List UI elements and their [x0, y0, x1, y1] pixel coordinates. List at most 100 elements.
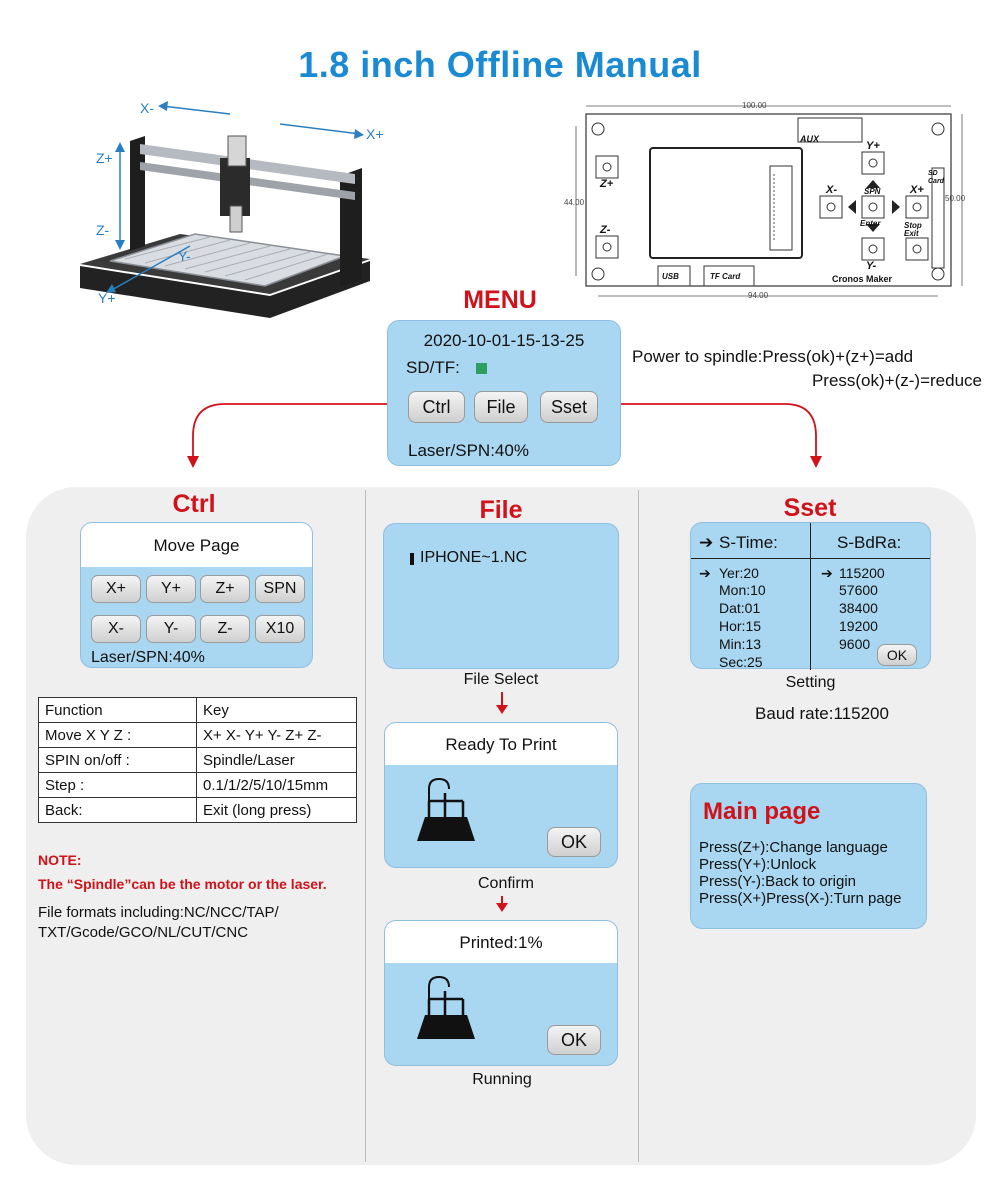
file-step-running-label: Running	[472, 1071, 532, 1088]
key-y-plus[interactable]: Y+	[146, 575, 196, 603]
table-cell: 0.1/1/2/5/10/15mm	[196, 772, 357, 798]
sset-caption: Setting	[785, 674, 836, 691]
power-line-1: Power to spindle:Press(ok)+(z+)=add	[632, 347, 914, 366]
power-instructions: Power to spindle:Press(ok)+(z+)=add Pres…	[632, 345, 982, 393]
menu-datetime: 2020-10-01-15-13-25	[423, 331, 585, 350]
cnc-machine-illustration: X- X+ Z+ Z- Y- Y+	[70, 96, 400, 336]
panel-divider-left	[365, 490, 366, 1162]
time-item-hour[interactable]: Hor:15	[719, 618, 762, 634]
board-tf-card-label: TF Card	[710, 272, 741, 281]
ready-ok-button[interactable]: OK	[547, 827, 601, 857]
arrow-shaft	[501, 692, 503, 706]
key-z-minus[interactable]: Z-	[200, 615, 250, 643]
table-cell: Function	[38, 697, 197, 723]
board-right-dimension: 50.00	[945, 194, 966, 203]
baud-item[interactable]: 19200	[839, 618, 878, 634]
printing-ok-button[interactable]: OK	[547, 1025, 601, 1055]
menu-screen: 2020-10-01-15-13-25 SD/TF: Ctrl File Sse…	[387, 320, 621, 466]
table-cell: Move X Y Z :	[38, 722, 197, 748]
key-x10[interactable]: X10	[255, 615, 305, 643]
move-page-title: Move Page	[81, 523, 312, 567]
printing-progress-screen: Printed:1% OK	[384, 920, 618, 1066]
arrow-right-icon: ➔	[699, 565, 711, 581]
menu-sset-button[interactable]: Sset	[540, 391, 598, 423]
arrow-shaft	[501, 896, 503, 906]
board-drawing	[575, 105, 963, 297]
table-cell: Exit (long press)	[196, 797, 357, 823]
table-cell: Key	[196, 697, 357, 723]
main-page-line: Press(Y-):Back to origin	[699, 873, 857, 890]
table-cell: X+ X- Y+ Y- Z+ Z-	[196, 722, 357, 748]
key-z-plus[interactable]: Z+	[200, 575, 250, 603]
board-bottom-dimension: 94.00	[748, 291, 769, 300]
board-x-minus-label: X-	[826, 184, 837, 196]
file-title: File	[479, 496, 523, 524]
axis-y-minus-label: Y-	[178, 248, 191, 264]
s-time-header: S-Time:	[719, 533, 778, 552]
file-formats-line-1: File formats including:NC/NCC/TAP/	[38, 904, 279, 921]
baud-item[interactable]: 115200	[839, 565, 885, 581]
sset-column-separator	[810, 523, 811, 670]
baud-item[interactable]: 57600	[839, 582, 878, 598]
key-y-minus[interactable]: Y-	[146, 615, 196, 643]
board-top-dimension: 100.00	[742, 101, 767, 110]
main-page-line: Press(X+)Press(X-):Turn page	[699, 890, 902, 907]
file-step-select-label: File Select	[463, 671, 539, 688]
baud-item[interactable]: 38400	[839, 600, 878, 616]
key-x-minus[interactable]: X-	[91, 615, 141, 643]
note-heading: NOTE:	[38, 852, 82, 868]
sset-ok-button[interactable]: OK	[877, 644, 917, 666]
menu-sd-label: SD/TF:	[406, 358, 460, 377]
time-item-year[interactable]: Yer:20	[719, 565, 759, 581]
key-x-plus[interactable]: X+	[91, 575, 141, 603]
arrow-right-icon: ➔	[821, 565, 833, 581]
power-line-2: Press(ok)+(z-)=reduce	[811, 371, 982, 390]
board-usb-label: USB	[662, 272, 679, 281]
menu-flow-arrows	[187, 403, 822, 468]
menu-file-button[interactable]: File	[474, 391, 528, 423]
sset-screen: ➔ S-Time: S-BdRa: ➔ Yer:20 Mon:10 Dat:01…	[690, 522, 931, 670]
time-item-date[interactable]: Dat:01	[719, 600, 761, 616]
sd-status-indicator	[476, 363, 487, 374]
key-spn[interactable]: SPN	[255, 575, 305, 603]
page-title: 1.8 inch Offline Manual	[298, 44, 702, 85]
arrow-head	[496, 903, 508, 912]
board-left-dimension: 44.00	[564, 198, 585, 207]
menu-title: MENU	[463, 286, 537, 314]
board-y-minus-label: Y-	[866, 260, 877, 272]
menu-laser-status: Laser/SPN:40%	[408, 441, 529, 460]
ready-to-print-title: Ready To Print	[385, 723, 617, 765]
time-item-minute[interactable]: Min:13	[719, 636, 762, 652]
ctrl-laser-status: Laser/SPN:40%	[91, 649, 205, 666]
printed-progress-title: Printed:1%	[385, 921, 617, 963]
printer-icon	[417, 975, 475, 1039]
ctrl-screen: Move Page X+ Y+ Z+ SPN X- Y- Z- X10 Lase…	[80, 522, 313, 668]
table-cell: Spindle/Laser	[196, 747, 357, 773]
time-item-month[interactable]: Mon:10	[719, 582, 766, 598]
board-brand-label: Cronos Maker	[832, 274, 893, 284]
file-list-item[interactable]: IPHONE~1.NC	[420, 549, 528, 566]
axis-x-minus-label: X-	[140, 100, 154, 116]
table-row: Back:Exit (long press)	[38, 797, 357, 823]
table-cell: Step :	[38, 772, 197, 798]
board-enter-label: Enter	[860, 219, 881, 228]
s-baud-header: S-BdRa:	[837, 533, 902, 552]
baud-item[interactable]: 9600	[839, 636, 871, 652]
time-item-second[interactable]: Sec:25	[719, 654, 763, 670]
board-sd-card-label: SD Card	[928, 170, 944, 185]
axis-x-plus-label: X+	[366, 126, 384, 142]
ctrl-title: Ctrl	[172, 490, 216, 518]
cnc-machine-drawing	[80, 101, 370, 318]
file-formats-line-2: TXT/Gcode/GCO/NL/CUT/CNC	[38, 924, 249, 941]
table-row: Move X Y Z :X+ X- Y+ Y- Z+ Z-	[38, 722, 357, 748]
controller-board-diagram: 100.00 94.00 44.00 50.00 AUX Z+ Z- Y+ Y-…	[564, 96, 970, 306]
board-stop-exit-label: Stop Exit	[904, 221, 922, 238]
menu-ctrl-button[interactable]: Ctrl	[408, 391, 465, 423]
panel-divider-right	[638, 490, 639, 1162]
board-z-plus-label: Z+	[600, 178, 614, 190]
selection-cursor	[410, 553, 414, 565]
main-page-title: Main page	[703, 798, 821, 825]
file-formats: File formats including:NC/NCC/TAP/ TXT/G…	[38, 903, 358, 943]
